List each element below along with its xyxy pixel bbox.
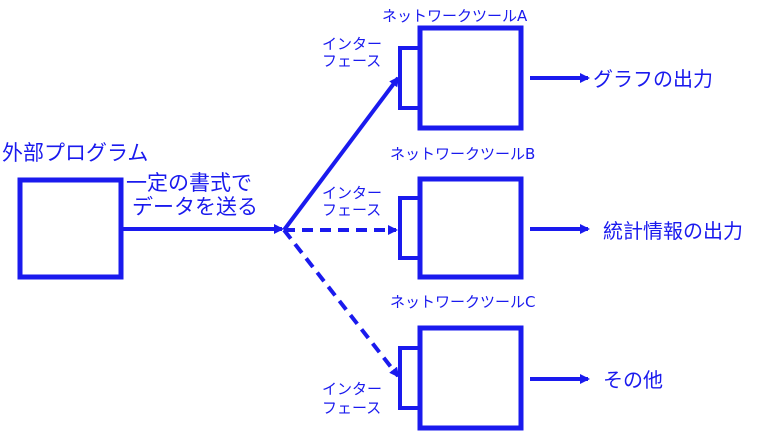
tool-a-title: ネットワークツールA [382,7,528,25]
edge-label-line2: データを送る [132,195,258,219]
tool-c-interface-line2: フェース [322,399,381,417]
tool-a-interface-line2: フェース [322,52,381,70]
tool-c-interface-port [398,346,422,410]
edge-label-line1: 一定の書式で [126,171,252,195]
tool-b-title: ネットワークツールB [390,145,535,163]
tool-a-box [417,25,524,131]
tool-b-interface-line2: フェース [322,201,381,219]
tool-b-interface-line1: インター [322,184,382,202]
tool-a-interface-port [398,46,422,110]
branch-arrow-a [282,76,400,232]
tool-c-box [417,325,524,431]
external-program-box [17,177,124,280]
branch-arrow-c [282,228,400,378]
tool-b-interface-port [398,196,422,260]
tool-c-title: ネットワークツールC [390,293,535,311]
tool-a-output-label: グラフの出力 [593,67,713,91]
tool-c-output-label: その他 [603,368,663,392]
external-program-label: 外部プログラム [2,141,148,165]
tool-b-box [417,176,524,280]
tool-c-interface-line1: インター [322,380,382,398]
tool-b-output-label: 統計情報の出力 [603,219,743,243]
tool-a-interface-line1: インター [322,35,382,53]
